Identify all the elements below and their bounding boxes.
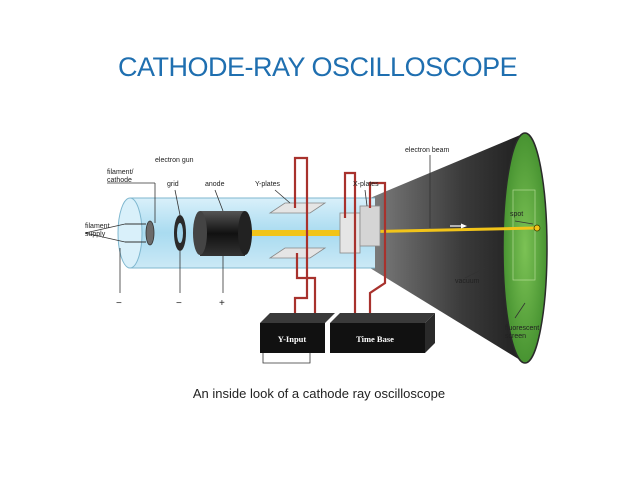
label-grid: grid (167, 181, 179, 188)
label-filament-supply-1: filament (85, 223, 110, 230)
fluorescent-screen (502, 132, 548, 364)
label-filament-cathode-1: filament/ (107, 169, 134, 176)
y-plate-top (268, 202, 327, 214)
sign-minus-1: − (116, 298, 122, 309)
y-input-box: Y-Input (260, 313, 335, 364)
tube-cone (370, 133, 525, 363)
label-fluorescent-1: fluorescent (505, 325, 539, 332)
label-filament-supply-2: supply (85, 231, 106, 238)
x-plate-left (339, 212, 361, 254)
screen-graticule (512, 189, 536, 281)
label-filament-cathode-2: cathode (107, 177, 132, 184)
spot-dot (533, 224, 541, 232)
label-electron-beam: electron beam (405, 147, 450, 154)
label-anode: anode (205, 181, 225, 188)
label-vacuum: vacuum (455, 278, 480, 285)
label-fluorescent-2: screen (505, 333, 526, 340)
time-base-label: Time Base (356, 334, 394, 344)
label-y-plates: Y-plates (255, 181, 281, 188)
label-spot: spot (510, 211, 523, 218)
tube-end (117, 197, 143, 269)
anode (200, 211, 245, 256)
label-electron-gun: electron gun (155, 157, 194, 164)
sign-minus-2: − (176, 298, 182, 309)
sign-plus: + (219, 298, 225, 309)
crt-diagram-svg: Y-Input Time Base el (85, 132, 548, 364)
figure-caption: An inside look of a cathode ray oscillos… (192, 386, 446, 401)
cathode (145, 220, 155, 246)
label-x-plates: X-plates (353, 181, 379, 188)
wires (293, 156, 387, 323)
x-plate-right (359, 205, 381, 247)
slide-title: CATHODE-RAY OSCILLOSCOPE (118, 52, 518, 82)
y-input-label: Y-Input (278, 334, 307, 344)
crt-diagram: Y-Input Time Base el (85, 128, 567, 371)
time-base-box: Time Base (330, 313, 435, 353)
